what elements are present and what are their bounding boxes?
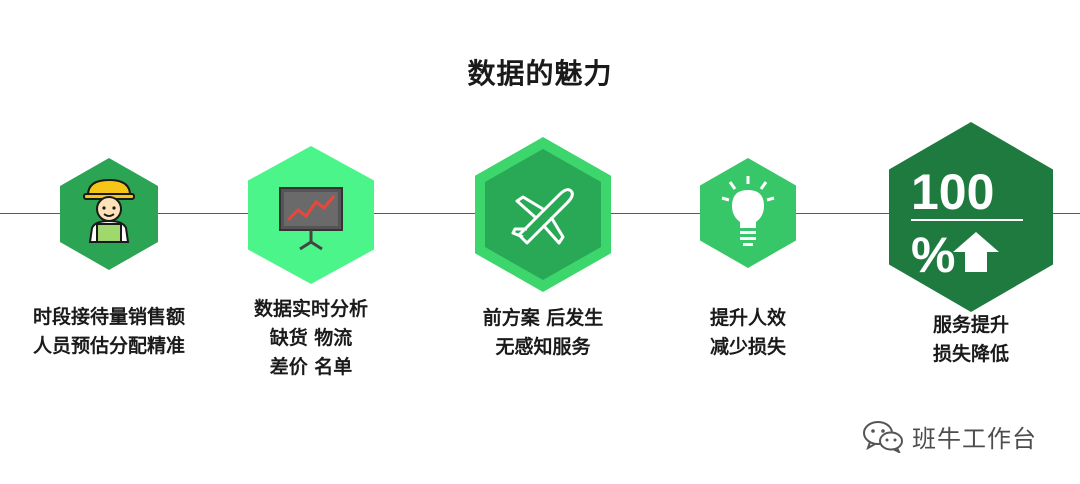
step-1-hexagon — [60, 158, 158, 270]
step-3-label: 前方案 后发生 无感知服务 — [482, 307, 604, 358]
step-4-label: 提升人效 减少损失 — [709, 307, 786, 358]
step-2-label: 数据实时分析 缺货 物流 差价 名单 — [253, 298, 368, 378]
watermark-text: 班牛工作台 — [912, 424, 1037, 453]
worker-icon — [83, 178, 135, 243]
step-5-label: 服务提升 损失降低 — [932, 314, 1009, 365]
lightbulb-icon — [721, 176, 775, 246]
big-number: 100 — [911, 164, 994, 220]
big-suffix: % — [911, 227, 955, 283]
up-arrow-icon — [953, 232, 999, 272]
step-5-hexagon: 100 % — [889, 122, 1053, 312]
trend-board-icon — [279, 187, 343, 251]
airplane-icon — [511, 188, 574, 245]
wechat-icon — [863, 421, 903, 453]
page-title: 数据的魅力 — [467, 57, 613, 90]
step-4-hexagon — [700, 158, 796, 268]
step-3-hexagon — [475, 137, 611, 292]
step-2-hexagon — [248, 146, 374, 284]
percent-up-icon: 100 % — [911, 164, 1023, 283]
watermark: 班牛工作台 — [862, 418, 1037, 454]
step-1-label: 时段接待量销售额 人员预估分配精准 — [32, 306, 185, 357]
